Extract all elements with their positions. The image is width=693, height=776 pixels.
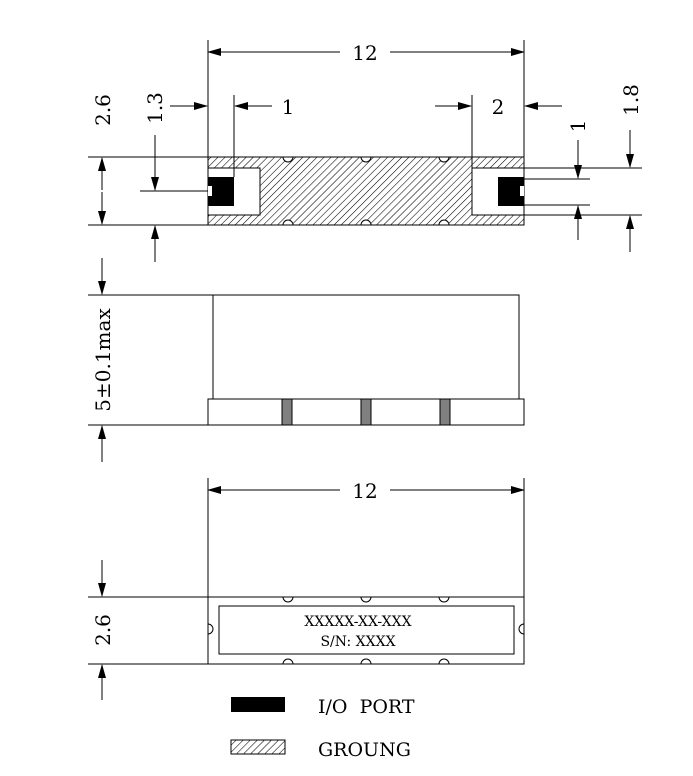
bottom-notch: [438, 219, 450, 226]
bottom-notch: [282, 219, 294, 226]
bottom-view-notch: [360, 658, 372, 665]
top-view: 12 1 2 2.6 1.3 1 1.8: [88, 40, 643, 262]
side-height-dim: 5±0.1max: [91, 308, 115, 412]
side-contact: [360, 398, 372, 426]
legend-ground-label: GROUNG: [318, 739, 411, 761]
top-notch: [438, 156, 450, 163]
top-notch: [282, 156, 294, 163]
bottom-notch: [360, 219, 372, 226]
label-serial-number: S/N: XXXX: [320, 634, 395, 650]
port-height-dim: 1: [566, 120, 590, 133]
bottom-view-notch: [282, 596, 294, 603]
bottom-height-dim: 2.6: [91, 614, 115, 646]
left-port-width-dim: 1: [282, 95, 295, 119]
product-label: [218, 605, 515, 655]
side-view: 5±0.1max: [88, 258, 525, 462]
label-part-number: XXXXX-XX-XXX: [304, 614, 411, 630]
legend-ground-swatch: [230, 739, 286, 755]
top-view-body: [207, 156, 525, 226]
legend-io-swatch: [231, 697, 285, 712]
bottom-view-notch: [518, 623, 525, 635]
port-offset-dim: 1.3: [143, 92, 167, 124]
pad-notch: [208, 186, 212, 196]
top-notch: [360, 156, 372, 163]
bottom-view-notch: [438, 658, 450, 665]
bottom-width-dim: 12: [352, 479, 377, 503]
top-height-dim: 2.6: [91, 94, 115, 126]
bottom-view-notch: [438, 596, 450, 603]
side-contact: [439, 398, 451, 426]
right-io-pad: [498, 177, 524, 206]
bottom-view-notch: [207, 623, 214, 635]
bottom-view: XXXXX-XX-XXX S/N: XXXX 12 2.6: [88, 478, 525, 700]
top-width-dim: 12: [352, 41, 377, 65]
legend: I/O PORT GROUNG: [230, 696, 415, 761]
side-contact: [281, 398, 293, 426]
bottom-view-notch: [360, 596, 372, 603]
side-view-cover: [212, 294, 520, 400]
bottom-view-notch: [282, 658, 294, 665]
pad-notch: [520, 186, 524, 196]
port-span-dim: 1.8: [619, 84, 643, 116]
legend-io-label: I/O PORT: [318, 696, 415, 718]
left-io-pad: [208, 177, 234, 206]
right-port-width-dim: 2: [492, 95, 505, 119]
